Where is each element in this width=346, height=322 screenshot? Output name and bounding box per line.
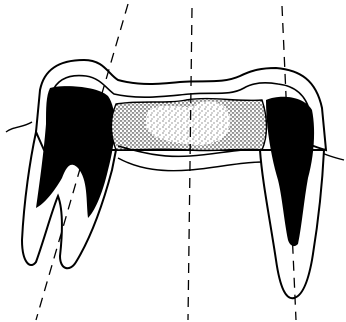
gum-line-left (6, 122, 32, 132)
axis-line-center (188, 8, 192, 320)
